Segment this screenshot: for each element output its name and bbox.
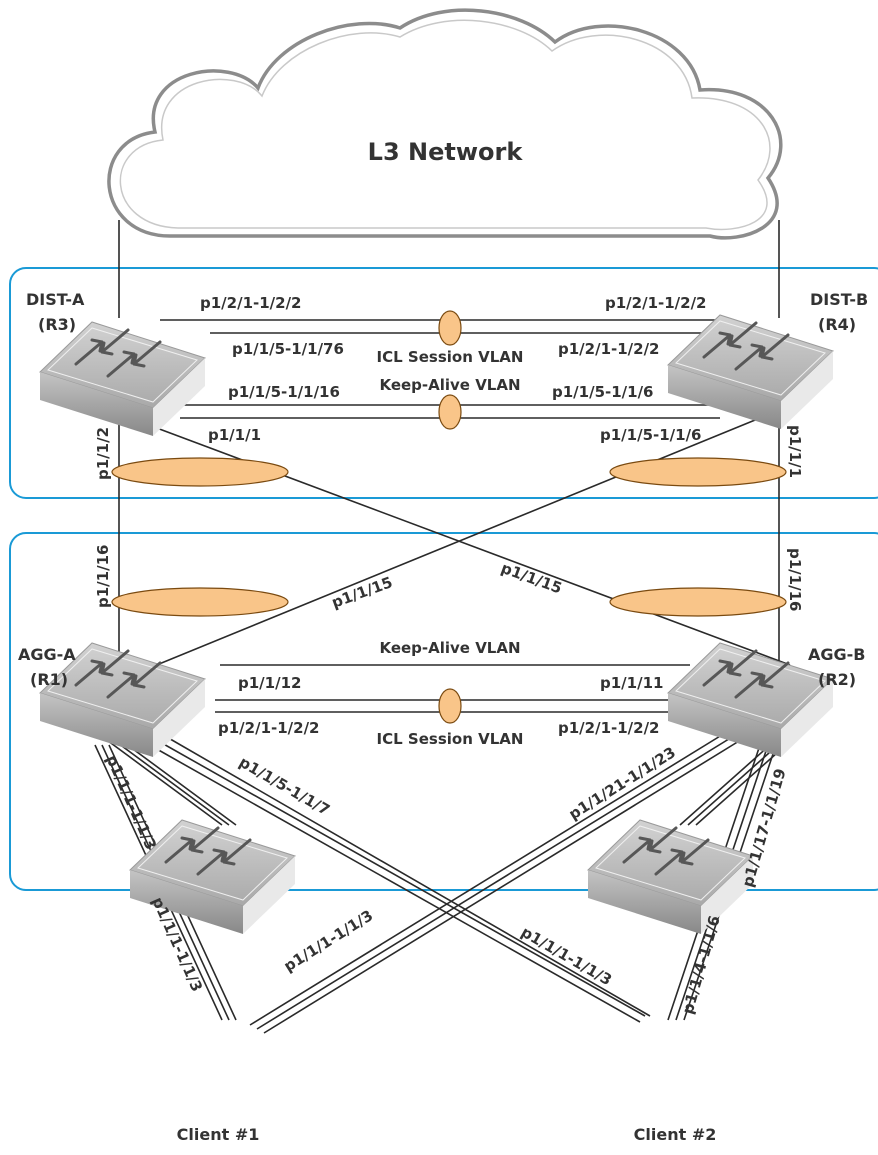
aggregation-group-box: [9, 532, 878, 891]
agg-b-up-label: p1/1/16: [786, 548, 804, 611]
dist-b-switch-icon: [666, 313, 835, 431]
distribution-group-box: [9, 267, 878, 499]
lag-dist-b-down: [609, 457, 787, 487]
agg-a-cross-label: p1/1/15: [329, 573, 395, 612]
agg-a-name: AGG-A: [18, 645, 76, 664]
dist-a-switch-icon: [38, 320, 207, 438]
dist-b-keepalive-label: p1/1/5-1/1/6: [552, 383, 654, 401]
dist-b-icl-top-label: p1/2/1-1/2/2: [605, 294, 707, 312]
client2-switch-icon: [586, 818, 755, 936]
lag-agg-a-up: [111, 587, 289, 617]
dist-b-cross-label: p1/1/5-1/1/6: [600, 426, 702, 444]
lag-icl-dist: [438, 310, 462, 346]
agg-a-keepalive-label: p1/1/12: [238, 674, 301, 692]
agg-a-icl-label: p1/2/1-1/2/2: [218, 719, 320, 737]
dist-b-name: DIST-B: [810, 290, 868, 309]
agg-b-icl-label: p1/2/1-1/2/2: [558, 719, 660, 737]
agg-b-to-client1-label: p1/1/21-1/1/23: [566, 743, 679, 823]
dist-a-cross-label: p1/1/1: [208, 426, 261, 444]
agg-b-role: (R2): [818, 670, 856, 689]
client2-name: Client #2: [634, 1125, 717, 1144]
client2-from-agg-a-label: p1/1/1-1/1/3: [518, 923, 615, 989]
lag-keepalive-dist: [438, 394, 462, 430]
dist-a-down-label: p1/1/2: [94, 427, 112, 480]
agg-a-to-client2-bundle: [154, 735, 651, 1023]
dist-b-down-label: p1/1/1: [786, 425, 804, 478]
lag-agg-b-up: [609, 587, 787, 617]
cloud-label: L3 Network: [368, 138, 524, 166]
lag-icl-agg: [438, 688, 462, 724]
dist-a-keepalive-label: p1/1/5-1/1/16: [228, 383, 340, 401]
dist-keepalive-vlan-label: Keep-Alive VLAN: [379, 376, 520, 394]
agg-icl-vlan-label: ICL Session VLAN: [377, 730, 524, 748]
dist-a-name: DIST-A: [26, 290, 85, 309]
lag-dist-a-down: [111, 457, 289, 487]
l3-network-cloud: [107, 8, 783, 240]
agg-b-keepalive-label: p1/1/11: [600, 674, 663, 692]
dist-a-role: (R3): [38, 315, 76, 334]
dist-icl-vlan-label: ICL Session VLAN: [377, 348, 524, 366]
client1-name: Client #1: [177, 1125, 260, 1144]
agg-b-to-client1-bundle: [249, 729, 745, 1034]
agg-a-role: (R1): [30, 670, 68, 689]
dist-a-icl-bottom-label: p1/1/5-1/1/76: [232, 340, 344, 358]
dist-b-icl-bottom-label: p1/2/1-1/2/2: [558, 340, 660, 358]
dist-a-icl-top-label: p1/2/1-1/2/2: [200, 294, 302, 312]
agg-keepalive-vlan-label: Keep-Alive VLAN: [379, 639, 520, 657]
agg-b-cross-label: p1/1/15: [499, 559, 565, 598]
agg-b-name: AGG-B: [808, 645, 865, 664]
dist-b-role: (R4): [818, 315, 856, 334]
agg-a-up-label: p1/1/16: [94, 545, 112, 608]
